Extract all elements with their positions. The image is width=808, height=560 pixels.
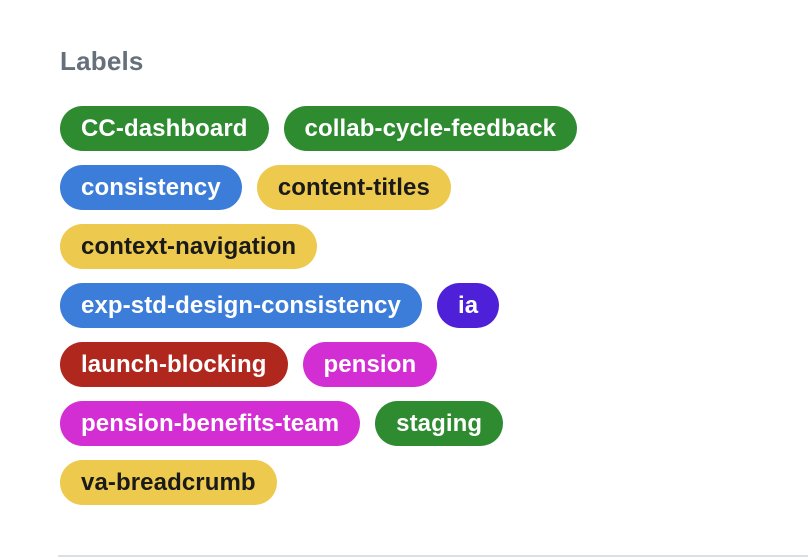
label-row: consistency content-titles: [60, 165, 760, 210]
label-pill-launch-blocking[interactable]: launch-blocking: [60, 342, 288, 387]
label-pill-context-navigation[interactable]: context-navigation: [60, 224, 318, 269]
labels-heading: Labels: [60, 46, 144, 76]
label-pill-content-titles[interactable]: content-titles: [256, 165, 451, 210]
label-pill-collab-cycle-feedback[interactable]: collab-cycle-feedback: [283, 106, 578, 151]
labels-list: CC-dashboard collab-cycle-feedback consist…: [60, 106, 760, 505]
label-pill-staging[interactable]: staging: [375, 401, 504, 446]
label-pill-ia[interactable]: ia: [437, 283, 500, 328]
label-row: context-navigation: [60, 224, 760, 269]
label-row: pension-benefits-team staging: [60, 401, 760, 446]
section-divider: [58, 555, 808, 557]
label-pill-pension-benefits-team[interactable]: pension-benefits-team: [60, 401, 361, 446]
label-row: exp-std-design-consistency ia: [60, 283, 760, 328]
label-pill-pension[interactable]: pension: [302, 342, 438, 387]
label-pill-CC-dashboard[interactable]: CC-dashboard: [60, 106, 269, 151]
label-pill-exp-std-design-consistency[interactable]: exp-std-design-consistency: [60, 283, 423, 328]
label-row: launch-blocking pension: [60, 342, 760, 387]
label-pill-consistency[interactable]: consistency: [60, 165, 242, 210]
label-row: CC-dashboard collab-cycle-feedback: [60, 106, 760, 151]
label-row: va-breadcrumb: [60, 460, 760, 505]
label-pill-va-breadcrumb[interactable]: va-breadcrumb: [60, 460, 277, 505]
